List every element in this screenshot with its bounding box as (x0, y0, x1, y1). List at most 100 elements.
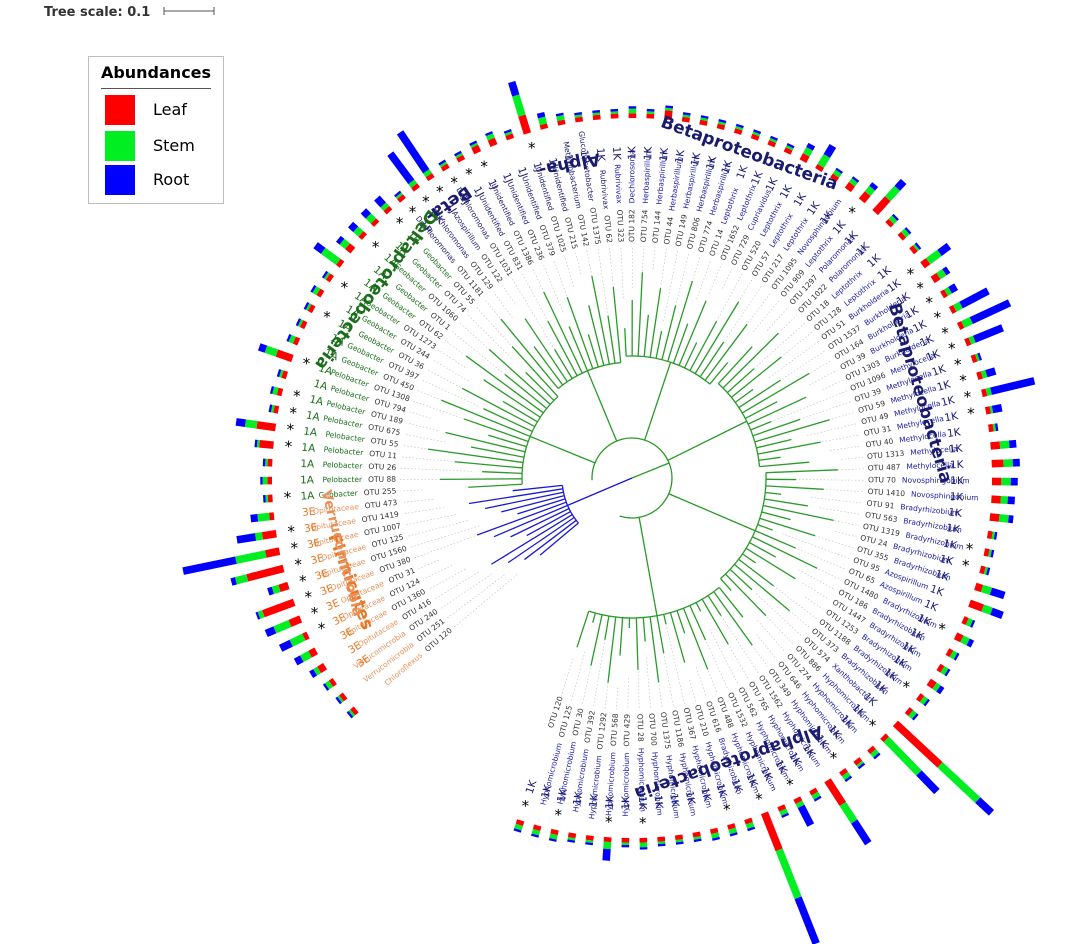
legend-title: Abundances (100, 63, 212, 82)
bar-segment-stem (960, 635, 970, 646)
bar-segment-stem (832, 169, 842, 178)
abundance-bar (257, 343, 294, 363)
leaf-otu: OTU 31 (863, 424, 892, 438)
abundance-bar (920, 242, 952, 269)
tree-branch (502, 400, 538, 423)
leaf-genus: OTU 11 (369, 449, 398, 461)
abundance-bar (824, 778, 872, 846)
tree-branch (445, 431, 526, 453)
bar-segment-root (990, 549, 995, 558)
leaf-guide (818, 434, 860, 443)
tree-branch (701, 598, 729, 645)
bar-segment-leaf (325, 273, 334, 283)
bar-segment-stem (1001, 477, 1011, 486)
leaf-otu: OTU 754 (639, 209, 650, 242)
bar-segment-stem (864, 185, 876, 197)
legend-swatch-leaf (105, 95, 135, 125)
leaf-guide (637, 667, 640, 710)
leaf-guide (841, 457, 864, 460)
leaf-guide (564, 255, 575, 287)
abundance-bar (250, 512, 275, 523)
bar-segment-root (347, 221, 359, 233)
significance-star: * (465, 165, 473, 183)
tree-branch (482, 471, 523, 475)
bar-segment-leaf (370, 218, 380, 227)
bar-segment-leaf (246, 564, 285, 582)
bar-segment-stem (408, 179, 418, 188)
bar-segment-root (485, 131, 493, 137)
bar-segment-leaf (292, 336, 301, 346)
bar-segment-leaf (307, 304, 316, 314)
bar-segment-root (990, 377, 1036, 395)
bar-segment-stem (504, 131, 513, 136)
leaf-code: 3E (306, 537, 321, 551)
leaf-guide (722, 268, 733, 289)
tree-branch (554, 349, 573, 379)
leaf-code: 1K (689, 150, 704, 167)
tree-branch (724, 573, 767, 617)
leaf-guide (781, 533, 850, 559)
bar-segment-root (346, 711, 354, 719)
bar-segment-stem (312, 286, 321, 296)
tree-branch (649, 616, 660, 683)
bar-segment-stem (339, 238, 350, 250)
bar-segment-root (585, 842, 594, 846)
tree-branch (676, 610, 686, 634)
bar-segment-stem (953, 301, 963, 312)
tree-branch (493, 504, 568, 538)
abundance-bar (988, 423, 999, 433)
bar-segment-stem (728, 827, 738, 835)
leaf-guide (795, 359, 832, 382)
significance-star: * (959, 372, 967, 390)
abundance-bar (531, 824, 542, 838)
bar-segment-leaf (267, 458, 273, 467)
bar-segment-stem (908, 710, 917, 720)
bar-segment-leaf (358, 231, 368, 240)
leaf-genus: OTU 255 (363, 486, 396, 497)
bar-segment-stem (937, 762, 981, 803)
bar-segment-leaf (268, 512, 275, 521)
leaf-code: 1K (948, 442, 964, 455)
bar-segment-leaf (824, 778, 846, 806)
bar-segment-leaf (809, 787, 819, 796)
bar-segment-root (1012, 458, 1020, 467)
abundance-bar (767, 135, 778, 148)
abundance-bar (681, 112, 691, 123)
abundance-bar (783, 143, 795, 155)
abundance-bar (360, 208, 380, 227)
leaf-guide (757, 620, 786, 653)
bar-segment-leaf (336, 258, 345, 268)
bar-segment-root (923, 698, 930, 707)
leaf-genus: OTU 55 (370, 436, 399, 449)
tree-branch (440, 478, 523, 481)
leaf-guide (757, 606, 794, 645)
abundance-bar (991, 458, 1020, 468)
bar-segment-leaf (990, 441, 1001, 450)
bar-segment-stem (470, 142, 479, 149)
bar-segment-stem (244, 419, 258, 429)
bar-segment-root (268, 404, 273, 413)
leaf-code: 1K (772, 758, 789, 777)
leaf-guide (512, 279, 555, 350)
bar-segment-leaf (603, 836, 612, 843)
abundance-bar (303, 302, 316, 314)
abundance-bar (313, 242, 345, 268)
bar-segment-root (942, 266, 951, 276)
tree-branch (694, 301, 740, 374)
bar-segment-leaf (885, 218, 894, 228)
bar-segment-leaf (261, 529, 277, 540)
bar-segment-stem (999, 440, 1010, 449)
bar-segment-leaf (574, 116, 584, 123)
bar-segment-root (813, 795, 822, 802)
leaf-code: 1K (610, 146, 623, 161)
tree-branch-arc (718, 383, 761, 467)
bar-segment-leaf (267, 494, 273, 503)
abundance-bar (295, 318, 308, 330)
bar-segment-root (712, 836, 720, 841)
tree-branch (749, 542, 776, 558)
bar-segment-stem (665, 107, 673, 111)
leaf-code: 1K (925, 347, 943, 364)
abundance-bar (438, 159, 450, 172)
